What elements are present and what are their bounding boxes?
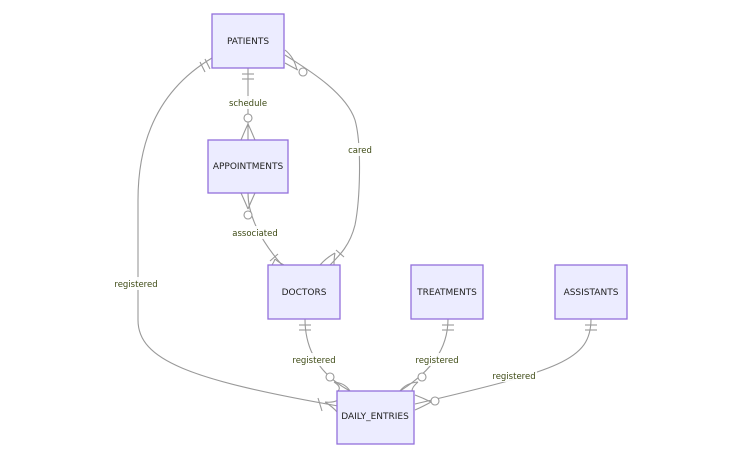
svg-text:registered: registered — [415, 356, 458, 366]
svg-text:cared: cared — [348, 146, 372, 156]
marker-doctors-cared-one-or-more — [319, 249, 345, 266]
marker-doctors-registered-exactly-one — [299, 324, 311, 331]
svg-text:registered: registered — [114, 280, 157, 290]
label-associated: associated — [232, 226, 278, 239]
svg-text:schedule: schedule — [229, 99, 267, 109]
entity-assistants-label: ASSISTANTS — [564, 288, 619, 298]
marker-appointments-associated-zero-or-more — [240, 192, 256, 220]
marker-patients-cared-zero-or-more — [284, 49, 308, 77]
edge-patients-doctors — [284, 54, 361, 266]
entity-patients[interactable]: PATIENTS — [211, 13, 285, 69]
marker-assistants-registered-exactly-one — [585, 324, 597, 331]
cardinality-markers — [199, 49, 597, 414]
relationship-edges — [137, 54, 592, 407]
marker-daily-entries-assistants-zero-or-more — [414, 394, 440, 411]
entity-treatments-label: TREATMENTS — [416, 288, 477, 298]
edge-assistants-daily-entries — [414, 318, 592, 405]
marker-patients-exactly-one — [242, 73, 254, 80]
marker-daily-entries-doctors-zero-or-more — [325, 372, 351, 392]
marker-daily-entries-treatments-zero-or-more — [399, 372, 427, 392]
entity-treatments[interactable]: TREATMENTS — [410, 264, 484, 320]
label-cared: cared — [346, 143, 374, 156]
label-registered-patients: registered — [113, 277, 159, 290]
relationship-labels: schedule cared associated registered reg… — [113, 96, 537, 382]
entity-doctors-label: DOCTORS — [282, 288, 327, 298]
entity-doctors[interactable]: DOCTORS — [267, 264, 341, 320]
entity-appointments[interactable]: APPOINTMENTS — [207, 139, 289, 194]
entity-daily-entries[interactable]: DAILY_ENTRIES — [336, 390, 415, 445]
svg-text:registered: registered — [292, 356, 335, 366]
edge-patients-daily-entries — [137, 57, 339, 407]
label-registered-assistants: registered — [491, 369, 537, 382]
svg-text:registered: registered — [492, 372, 535, 382]
marker-patients-registered-exactly-one — [199, 58, 211, 73]
entity-appointments-label: APPOINTMENTS — [213, 162, 284, 172]
entity-assistants[interactable]: ASSISTANTS — [554, 264, 628, 320]
marker-treatments-registered-exactly-one — [442, 324, 454, 331]
label-registered-doctors: registered — [291, 353, 337, 366]
marker-appointments-zero-or-more — [240, 113, 256, 141]
entity-daily-entries-label: DAILY_ENTRIES — [341, 412, 409, 422]
label-registered-treatments: registered — [414, 353, 460, 366]
svg-text:associated: associated — [232, 229, 277, 239]
label-schedule: schedule — [229, 96, 267, 109]
entity-patients-label: PATIENTS — [227, 37, 269, 47]
